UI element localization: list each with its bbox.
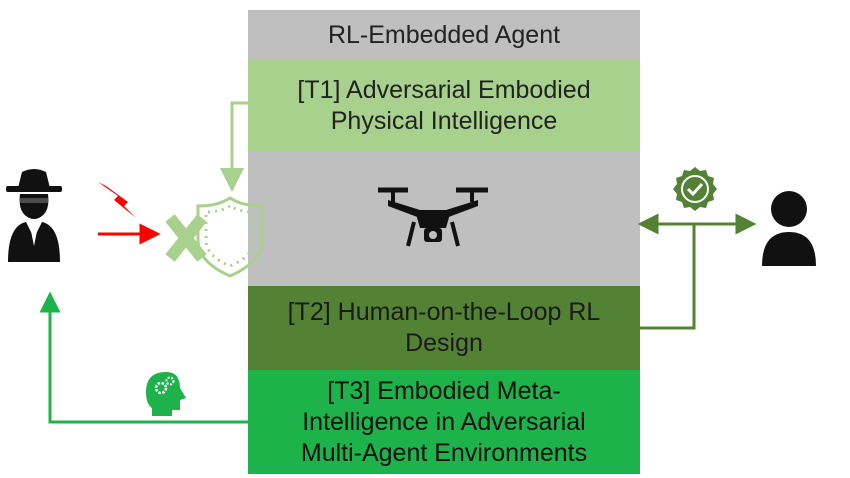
agent-title: RL-Embedded Agent	[327, 20, 561, 49]
t3-label: [T3] Embodied Meta- Intelligence in Adve…	[300, 376, 588, 467]
t3-to-attacker-connector	[39, 291, 248, 424]
gear-head-icon	[146, 372, 186, 416]
t1-label: [T1] Adversarial Embodied Physical Intel…	[297, 76, 591, 135]
t1-block: [T1] Adversarial Embodied Physical Intel…	[248, 60, 640, 152]
lightning-bolt-icon	[98, 182, 136, 218]
shield-icon	[196, 196, 264, 278]
t3-block: [T3] Embodied Meta- Intelligence in Adve…	[248, 370, 640, 474]
agent-title-block: RL-Embedded Agent	[248, 10, 640, 60]
drone-icon	[378, 187, 488, 247]
t2-to-human-connector	[640, 224, 696, 330]
t1-to-shield-connector	[220, 101, 248, 192]
x-mark-icon	[165, 214, 207, 262]
verified-badge-icon	[673, 167, 717, 211]
t2-block: [T2] Human-on-the-Loop RL Design	[248, 286, 640, 370]
spy-icon	[6, 169, 62, 262]
t2-label: [T2] Human-on-the-Loop RL Design	[287, 298, 601, 357]
user-icon	[762, 191, 816, 266]
